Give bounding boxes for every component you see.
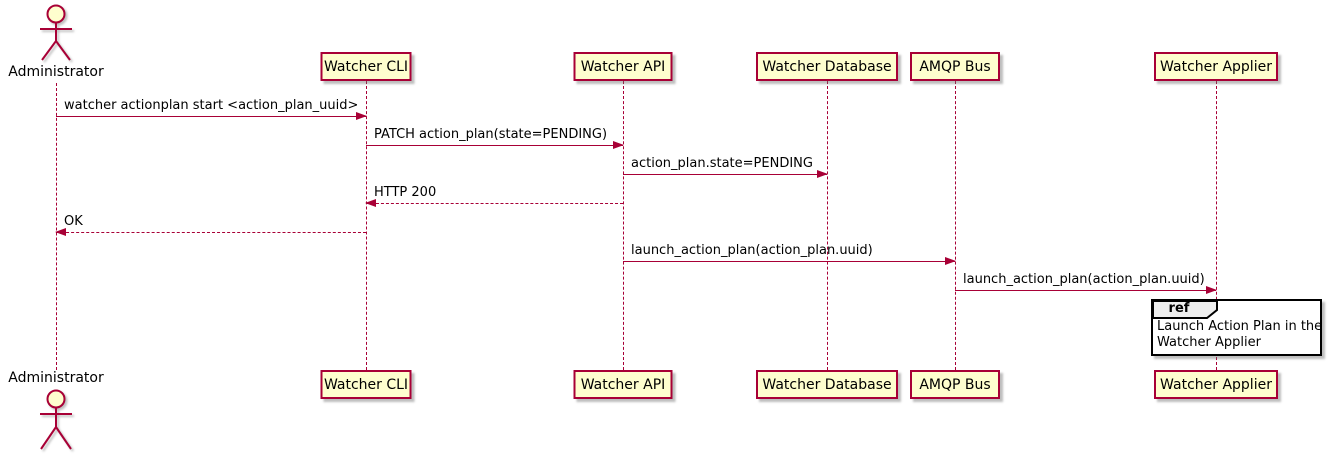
actor-figure-icon (40, 389, 72, 450)
lifeline-watcher-cli (365, 81, 367, 370)
participant-label: Watcher CLI (323, 58, 409, 75)
message-line (56, 116, 366, 117)
message-line (955, 290, 1216, 291)
arrowhead-icon (365, 199, 376, 207)
participant-box-watcher-applier-top: Watcher Applier (1154, 52, 1278, 81)
ref-text-line: Watcher Applier (1157, 335, 1261, 350)
participant-box-amqp-bus-top: AMQP Bus (910, 52, 1000, 81)
participant-label: Watcher Applier (1160, 58, 1272, 75)
actor-label-bottom: Administrator (8, 370, 104, 386)
participant-label: Watcher Database (762, 376, 892, 393)
participant-label: Watcher API (580, 376, 666, 393)
ref-keyword: ref (1168, 301, 1190, 316)
lifeline-watcher-database (826, 81, 828, 370)
participant-box-watcher-database-bottom: Watcher Database (756, 370, 898, 399)
message-label: launch_action_plan(action_plan.uuid) (963, 272, 1205, 287)
participant-box-watcher-applier-bottom: Watcher Applier (1154, 370, 1278, 399)
participant-label: AMQP Bus (919, 58, 991, 75)
arrowhead-icon (356, 112, 367, 120)
participant-label: AMQP Bus (919, 376, 991, 393)
message-label: PATCH action_plan(state=PENDING) (374, 127, 608, 142)
message-label: action_plan.state=PENDING (631, 156, 813, 171)
ref-body: Launch Action Plan in the Watcher Applie… (1157, 319, 1323, 351)
message-label: OK (64, 214, 83, 229)
participant-label: Watcher Database (762, 58, 892, 75)
participant-label: Watcher CLI (323, 376, 409, 393)
lifeline-amqp-bus (954, 81, 956, 370)
lifeline-administrator (55, 83, 57, 370)
participant-box-amqp-bus-bottom: AMQP Bus (910, 370, 1000, 399)
message-line (366, 203, 623, 204)
arrowhead-icon (613, 141, 624, 149)
lifeline-watcher-applier (1215, 81, 1217, 370)
participant-box-watcher-cli-top: Watcher CLI (320, 52, 412, 81)
message-label: HTTP 200 (374, 185, 437, 200)
participant-label: Watcher Applier (1160, 376, 1272, 393)
participant-box-watcher-database-top: Watcher Database (756, 52, 898, 81)
message-label: launch_action_plan(action_plan.uuid) (631, 243, 873, 258)
ref-fragment: ref Launch Action Plan in the Watcher Ap… (1151, 299, 1322, 356)
arrowhead-icon (1206, 286, 1217, 294)
arrowhead-icon (945, 257, 956, 265)
actor-label-top: Administrator (8, 64, 104, 80)
message-line (623, 261, 955, 262)
participant-label: Watcher API (580, 58, 666, 75)
message-line (366, 145, 623, 146)
message-line (56, 232, 366, 233)
participant-box-watcher-cli-bottom: Watcher CLI (320, 370, 412, 399)
arrowhead-icon (55, 228, 66, 236)
ref-tab-icon (1152, 300, 1218, 319)
participant-box-watcher-api-bottom: Watcher API (573, 370, 673, 399)
arrowhead-icon (817, 170, 828, 178)
ref-text-line: Launch Action Plan in the (1157, 319, 1323, 334)
actor-figure-icon (40, 4, 72, 61)
lifeline-watcher-api (622, 81, 624, 370)
message-line (623, 174, 827, 175)
participant-box-watcher-api-top: Watcher API (573, 52, 673, 81)
message-label: watcher actionplan start <action_plan_uu… (64, 98, 359, 113)
